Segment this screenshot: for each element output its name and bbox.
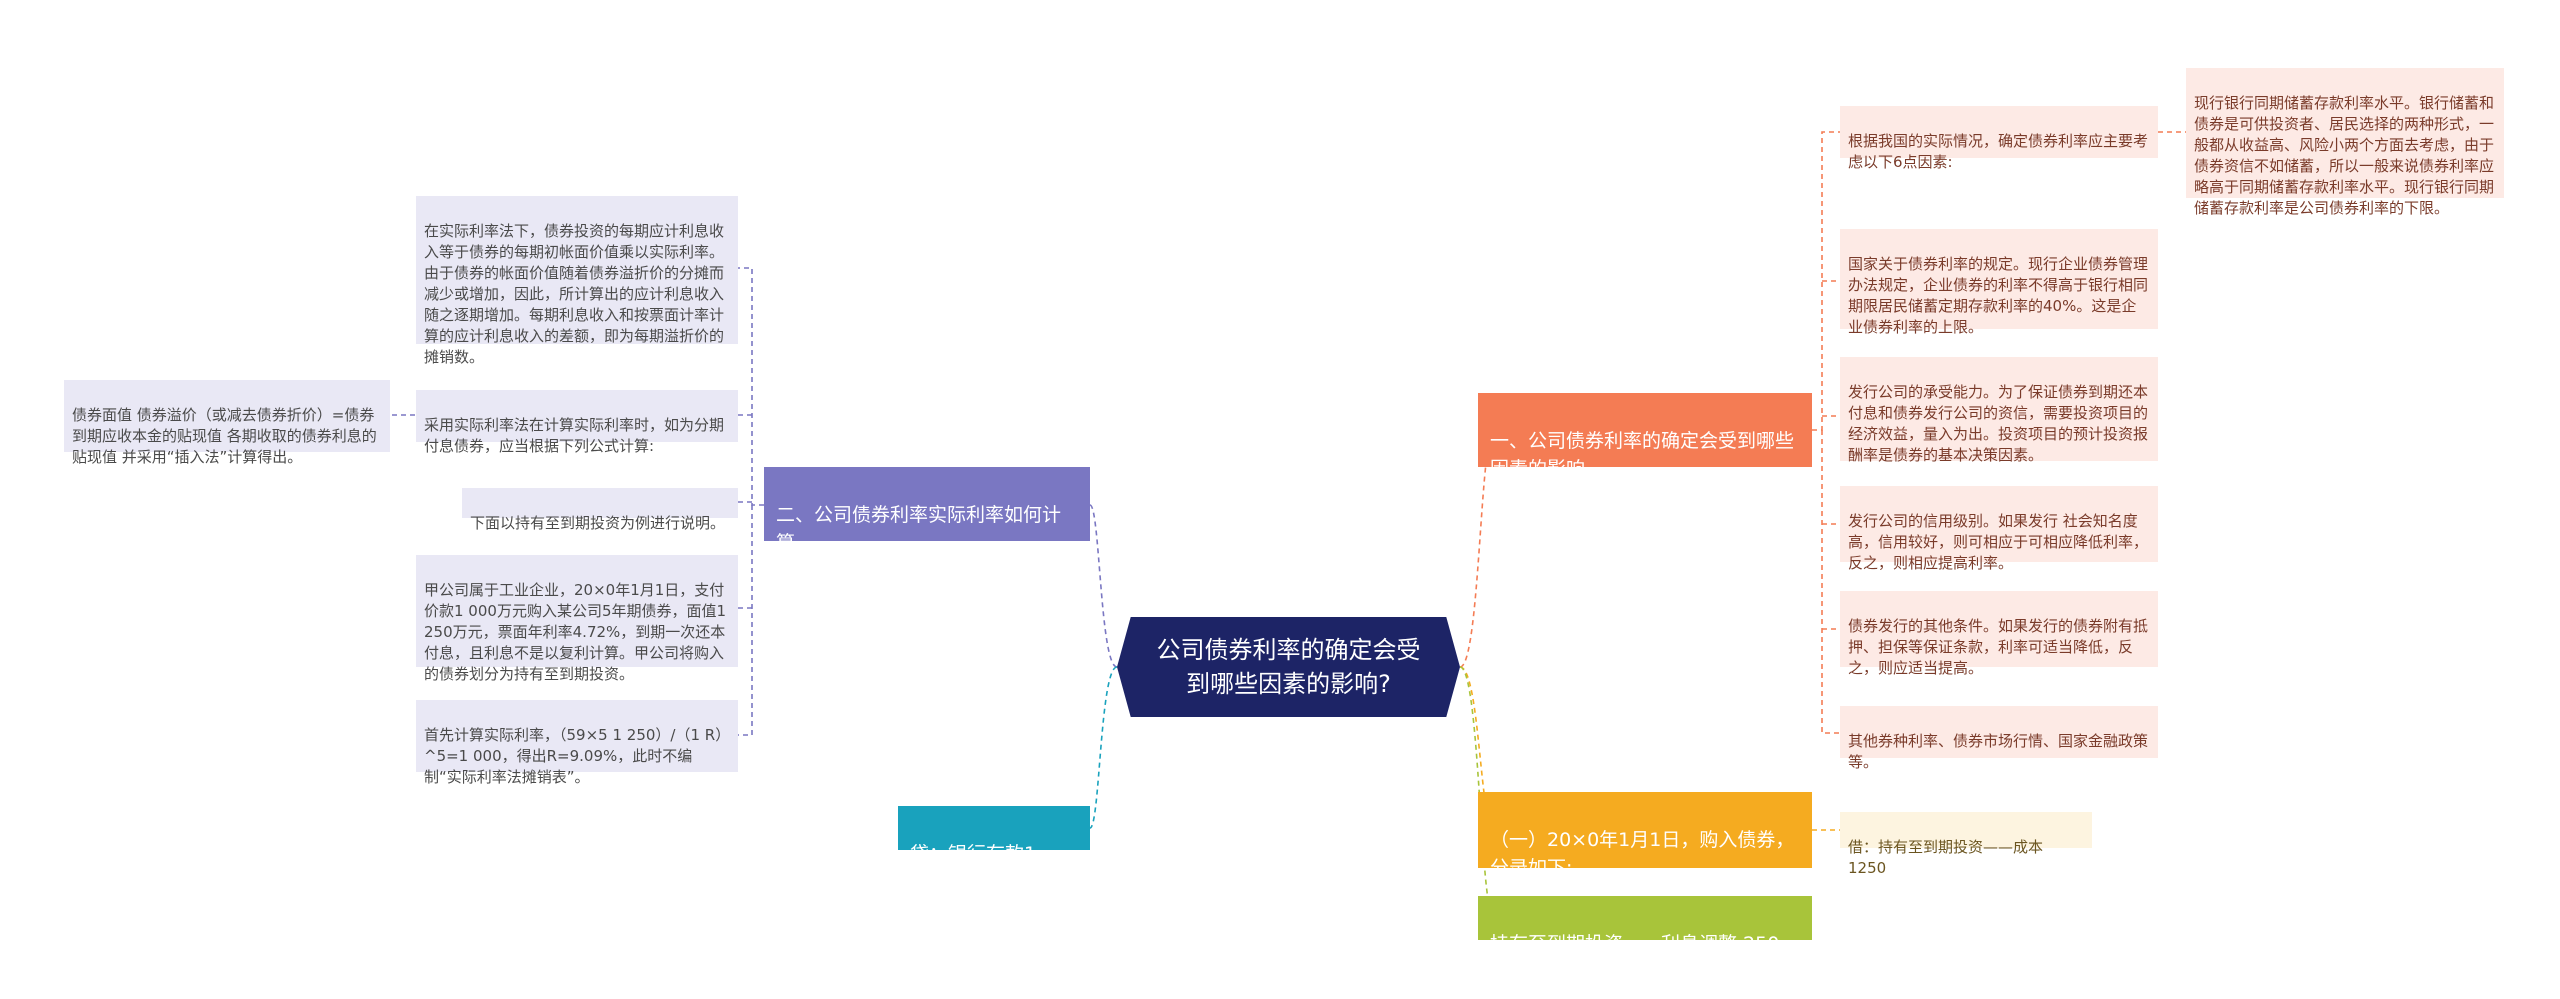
leaf-formula-text: 债券面值 债券溢价（或减去债券折价）=债券到期应收本金的贴现值 各期收取的债券利… <box>72 406 377 466</box>
leaf-debit-cost-text: 借：持有至到期投资——成本 1250 <box>1848 838 2044 877</box>
branch-factors[interactable]: 一、公司债券利率的确定会受到哪些因素的影响 <box>1478 393 1812 480</box>
leaf-factor-intro-text: 根据我国的实际情况，确定债券利率应主要考虑以下6点因素: <box>1848 132 2149 171</box>
leaf-formula-intro-text: 采用实际利率法在计算实际利率时，如为分期付息债券，应当根据下列公式计算: <box>424 416 725 455</box>
branch-factors-label: 一、公司债券利率的确定会受到哪些因素的影响 <box>1490 430 1795 480</box>
leaf-example-case[interactable]: 甲公司属于工业企业，20×0年1月1日，支付价款1 000万元购入某公司5年期债… <box>416 555 738 683</box>
branch-interest-adjustment-label: 持有至到期投资——利息调整 250; <box>1490 933 1786 955</box>
branch-actual-rate[interactable]: 二、公司债券利率实际利率如何计算 <box>764 467 1090 554</box>
leaf-example-intro[interactable]: 下面以持有至到期投资为例进行说明。 <box>462 488 738 532</box>
leaf-factor-deposit-rate[interactable]: 现行银行同期储蓄存款利率水平。银行储蓄和债券是可供投资者、居民选择的两种形式，一… <box>2186 68 2504 217</box>
leaf-example-intro-text: 下面以持有至到期投资为例进行说明。 <box>470 514 726 532</box>
branch-credit-bank-deposit-label: 贷：银行存款1 000 <box>910 843 1037 893</box>
leaf-factor-credit[interactable]: 发行公司的信用级别。如果发行 社会知名度高，信用较好，则可相应于可相应降低利率，… <box>1840 486 2158 572</box>
leaf-actual-rate-method-text: 在实际利率法下，债券投资的每期应计利息收入等于债券的每期初帐面价值乘以实际利率。… <box>424 222 725 366</box>
leaf-factor-intro[interactable]: 根据我国的实际情况，确定债券利率应主要考虑以下6点因素: <box>1840 106 2158 171</box>
leaf-calculation-text: 首先计算实际利率，（59×5 1 250）/（1 R）^5=1 000，得出R=… <box>424 726 723 786</box>
leaf-factor-other-text: 其他券种利率、债券市场行情、国家金融政策等。 <box>1848 732 2149 771</box>
leaf-factor-capacity-text: 发行公司的承受能力。为了保证债券到期还本付息和债券发行公司的资信，需要投资项目的… <box>1848 383 2149 464</box>
leaf-factor-conditions-text: 债券发行的其他条件。如果发行的债券附有抵押、担保等保证条款，利率可适当降低，反之… <box>1848 617 2149 677</box>
branch-credit-bank-deposit[interactable]: 贷：银行存款1 000 <box>898 806 1090 893</box>
leaf-factor-other[interactable]: 其他券种利率、债券市场行情、国家金融政策等。 <box>1840 706 2158 771</box>
branch-interest-adjustment[interactable]: 持有至到期投资——利息调整 250; <box>1478 896 1812 955</box>
leaf-actual-rate-method[interactable]: 在实际利率法下，债券投资的每期应计利息收入等于债券的每期初帐面价值乘以实际利率。… <box>416 196 738 366</box>
leaf-factor-conditions[interactable]: 债券发行的其他条件。如果发行的债券附有抵押、担保等保证条款，利率可适当降低，反之… <box>1840 591 2158 677</box>
branch-purchase-entry[interactable]: （一）20×0年1月1日，购入债券，分录如下: <box>1478 792 1812 879</box>
root-topic-label: 公司债券利率的确定会受到哪些因素的影响? <box>1156 636 1421 698</box>
leaf-formula-intro[interactable]: 采用实际利率法在计算实际利率时，如为分期付息债券，应当根据下列公式计算: <box>416 390 738 455</box>
branch-actual-rate-label: 二、公司债券利率实际利率如何计算 <box>776 504 1062 554</box>
leaf-factor-capacity[interactable]: 发行公司的承受能力。为了保证债券到期还本付息和债券发行公司的资信，需要投资项目的… <box>1840 357 2158 464</box>
leaf-calculation[interactable]: 首先计算实际利率，（59×5 1 250）/（1 R）^5=1 000，得出R=… <box>416 700 738 786</box>
leaf-factor-deposit-rate-text: 现行银行同期储蓄存款利率水平。银行储蓄和债券是可供投资者、居民选择的两种形式，一… <box>2194 94 2495 217</box>
root-topic[interactable]: 公司债券利率的确定会受到哪些因素的影响? <box>1117 617 1460 717</box>
leaf-factor-regulation-text: 国家关于债券利率的规定。现行企业债券管理办法规定，企业债券的利率不得高于银行相同… <box>1848 255 2149 336</box>
branch-purchase-entry-label: （一）20×0年1月1日，购入债券，分录如下: <box>1490 829 1795 879</box>
leaf-formula[interactable]: 债券面值 债券溢价（或减去债券折价）=债券到期应收本金的贴现值 各期收取的债券利… <box>64 380 390 466</box>
leaf-debit-cost[interactable]: 借：持有至到期投资——成本 1250 <box>1840 812 2092 877</box>
leaf-factor-regulation[interactable]: 国家关于债券利率的规定。现行企业债券管理办法规定，企业债券的利率不得高于银行相同… <box>1840 229 2158 336</box>
leaf-example-case-text: 甲公司属于工业企业，20×0年1月1日，支付价款1 000万元购入某公司5年期债… <box>424 581 727 683</box>
leaf-factor-credit-text: 发行公司的信用级别。如果发行 社会知名度高，信用较好，则可相应于可相应降低利率，… <box>1848 512 2149 572</box>
